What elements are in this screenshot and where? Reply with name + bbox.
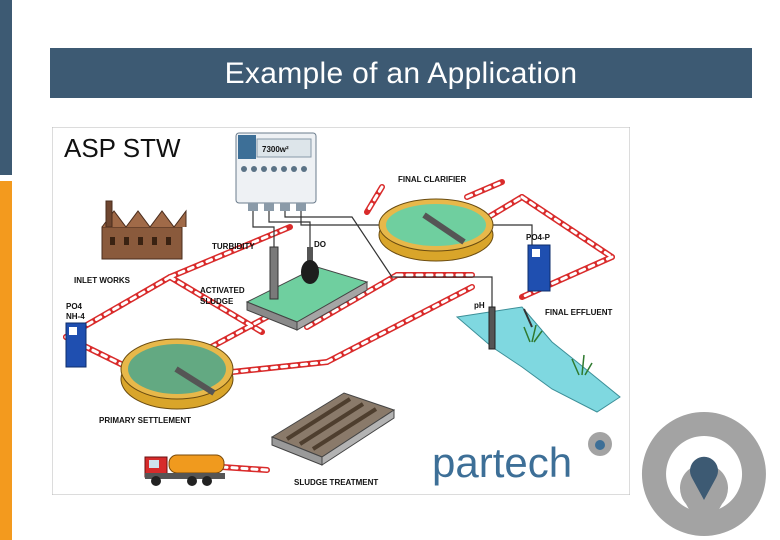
accent-bar-blue bbox=[0, 0, 12, 175]
final-clarifier-tank bbox=[378, 198, 494, 262]
river-outfall bbox=[455, 306, 621, 413]
process-diagram: ASP STW INLET WORKS 7300w² bbox=[52, 127, 630, 495]
tanker-truck-icon bbox=[144, 454, 225, 486]
slide-title: Example of an Application bbox=[50, 48, 752, 98]
factory-icon bbox=[101, 200, 187, 260]
diagram-heading: ASP STW bbox=[64, 133, 181, 163]
label-do: DO bbox=[314, 240, 326, 249]
brand-wordmark: partech bbox=[432, 439, 572, 486]
label-nh4: NH-4 bbox=[66, 312, 85, 321]
label-ph: pH bbox=[474, 301, 485, 310]
sensor-probe-icon bbox=[269, 246, 279, 300]
label-sludge-treatment: SLUDGE TREATMENT bbox=[294, 478, 378, 487]
ph-probe-icon bbox=[488, 306, 496, 350]
label-sludge: SLUDGE bbox=[200, 297, 234, 306]
accent-bar-orange bbox=[0, 181, 12, 540]
sludge-treatment-beds bbox=[270, 392, 396, 466]
do-sensor-icon bbox=[301, 247, 319, 284]
location-pin-icon bbox=[588, 432, 612, 456]
po4-nh4-analyser-icon bbox=[65, 322, 87, 368]
label-final-clarifier: FINAL CLARIFIER bbox=[398, 175, 467, 184]
label-primary-settlement: PRIMARY SETTLEMENT bbox=[99, 416, 191, 425]
primary-settlement-tank bbox=[120, 338, 234, 410]
activated-sludge-tank bbox=[245, 266, 369, 331]
label-final-effluent: FINAL EFFLUENT bbox=[545, 308, 613, 317]
label-inlet-works: INLET WORKS bbox=[74, 276, 131, 285]
po4p-analyser-icon bbox=[527, 244, 551, 292]
label-activated: ACTIVATED bbox=[200, 286, 245, 295]
controller-model: 7300w² bbox=[262, 145, 289, 154]
label-po4p: PO4-P bbox=[526, 233, 551, 242]
label-turbidity: TURBIDITY bbox=[212, 242, 255, 251]
label-po4: PO4 bbox=[66, 302, 83, 311]
controller-icon bbox=[235, 132, 317, 211]
partech-logo-icon bbox=[641, 412, 766, 536]
